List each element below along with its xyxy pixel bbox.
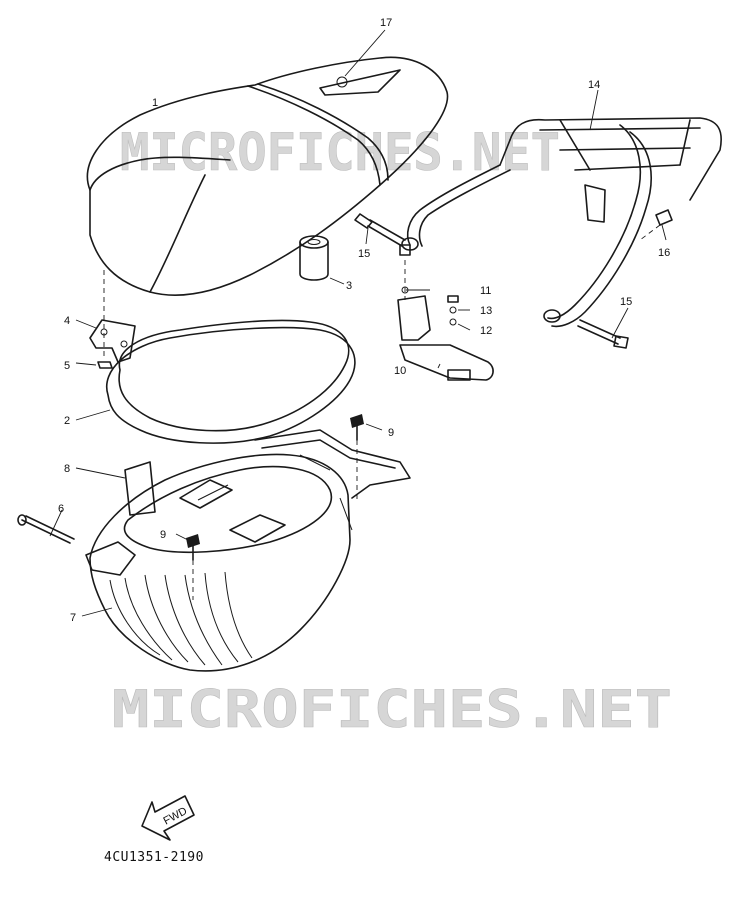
callout-11: 11 bbox=[480, 285, 491, 297]
callout-13: 13 bbox=[480, 305, 492, 317]
callout-3: 3 bbox=[346, 280, 352, 292]
callout-7: 7 bbox=[70, 612, 76, 624]
rear-carrier-part bbox=[401, 117, 722, 328]
bolt-15-lower bbox=[577, 319, 629, 349]
callout-9-left: 9 bbox=[160, 529, 166, 541]
seal-part bbox=[105, 319, 356, 444]
callout-9-right: 9 bbox=[388, 427, 394, 439]
callout-4: 4 bbox=[64, 315, 70, 327]
hinge-bracket-part bbox=[89, 270, 136, 369]
forward-direction-arrow: FWD bbox=[141, 795, 195, 841]
callout-5: 5 bbox=[64, 360, 70, 372]
bolt-16 bbox=[639, 209, 673, 241]
pin-part bbox=[17, 514, 75, 544]
bolt-9-right bbox=[350, 414, 364, 500]
seat-lock-assembly bbox=[397, 244, 494, 381]
callout-10: 10 bbox=[394, 365, 406, 377]
callout-15-upper: 15 bbox=[358, 248, 370, 260]
callout-12: 12 bbox=[480, 325, 492, 337]
callout-14: 14 bbox=[588, 79, 600, 91]
bolt-9-left bbox=[186, 534, 200, 600]
callout-15-lower: 15 bbox=[620, 296, 632, 308]
seat-part bbox=[86, 56, 449, 296]
watermark-top: MICROFICHES.NET bbox=[120, 123, 560, 183]
diagram-code: 4CU1351-2190 bbox=[104, 850, 204, 865]
bolt-15-upper bbox=[354, 213, 406, 247]
callout-16: 16 bbox=[658, 247, 670, 259]
damper-part bbox=[299, 235, 329, 281]
watermark-bottom: MICROFICHES.NET bbox=[112, 680, 672, 740]
sponge-pad-part bbox=[124, 461, 286, 543]
callout-2: 2 bbox=[64, 415, 70, 427]
callout-1: 1 bbox=[152, 97, 158, 109]
storage-tray-part bbox=[85, 429, 411, 672]
callout-6: 6 bbox=[58, 503, 64, 515]
callout-8: 8 bbox=[64, 463, 70, 475]
callout-17: 17 bbox=[380, 17, 392, 29]
